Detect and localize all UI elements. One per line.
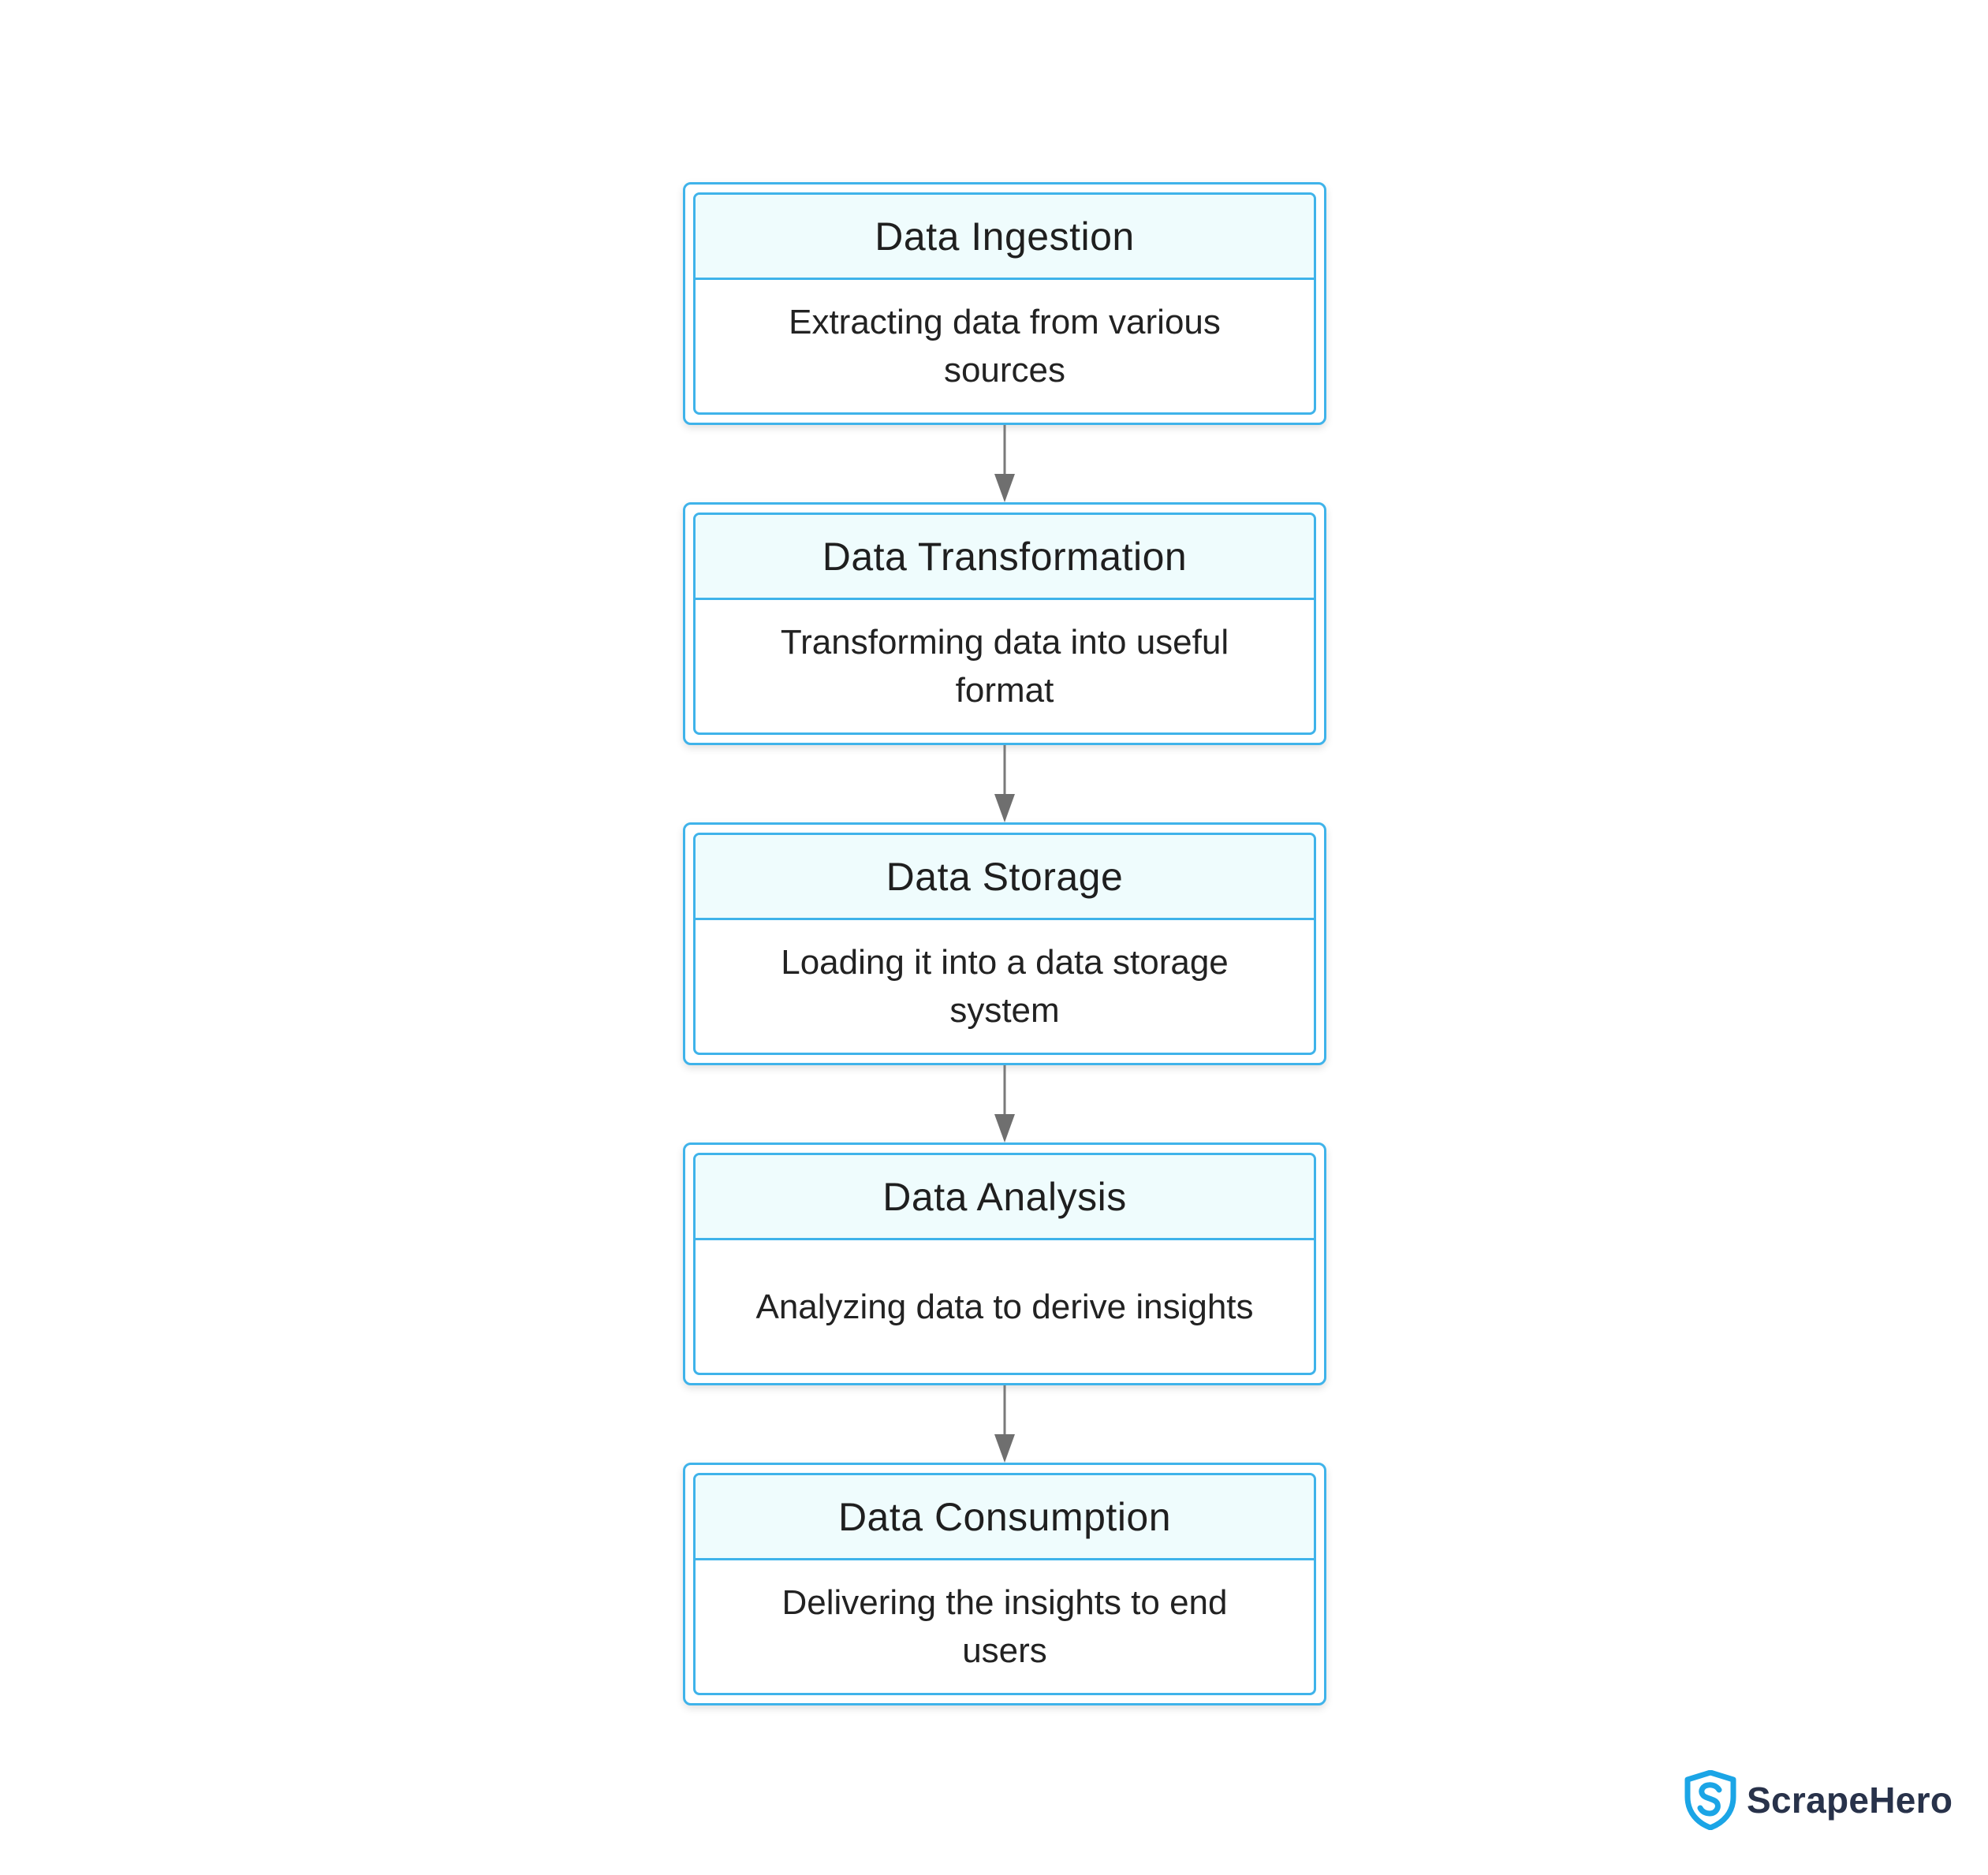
stage-title: Data Ingestion [696, 195, 1314, 280]
stage-title: Data Storage [696, 835, 1314, 920]
stage-data-analysis: Data Analysis Analyzing data to derive i… [683, 1143, 1326, 1385]
stage-data-ingestion: Data Ingestion Extracting data from vari… [683, 182, 1326, 425]
stage-title: Data Consumption [696, 1475, 1314, 1560]
stage-title: Data Analysis [696, 1155, 1314, 1240]
stage-description: Extracting data from various sources [789, 303, 1221, 390]
arrow-connector [994, 745, 1015, 822]
stage-description: Delivering the insights to end users [781, 1583, 1228, 1670]
stage-data-storage: Data Storage Loading it into a data stor… [683, 822, 1326, 1065]
stage-data-transformation: Data Transformation Transforming data in… [683, 502, 1326, 745]
brand-name: ScrapeHero [1747, 1780, 1953, 1821]
stage-description: Transforming data into useful format [780, 623, 1229, 710]
scrapehero-logo: ScrapeHero [1684, 1770, 1953, 1830]
stage-data-consumption: Data Consumption Delivering the insights… [683, 1463, 1326, 1705]
stage-description: Analyzing data to derive insights [755, 1287, 1254, 1326]
stage-card: Data Analysis Analyzing data to derive i… [693, 1153, 1316, 1375]
stage-description: Loading it into a data storage system [781, 943, 1229, 1030]
stage-card: Data Consumption Delivering the insights… [693, 1473, 1316, 1695]
stage-card: Data Transformation Transforming data in… [693, 513, 1316, 735]
arrow-connector [994, 1065, 1015, 1143]
stage-card: Data Storage Loading it into a data stor… [693, 833, 1316, 1055]
stage-title: Data Transformation [696, 515, 1314, 600]
shield-s-icon [1684, 1770, 1736, 1830]
arrow-connector [994, 425, 1015, 502]
arrow-connector [994, 1385, 1015, 1463]
stage-card: Data Ingestion Extracting data from vari… [693, 192, 1316, 415]
